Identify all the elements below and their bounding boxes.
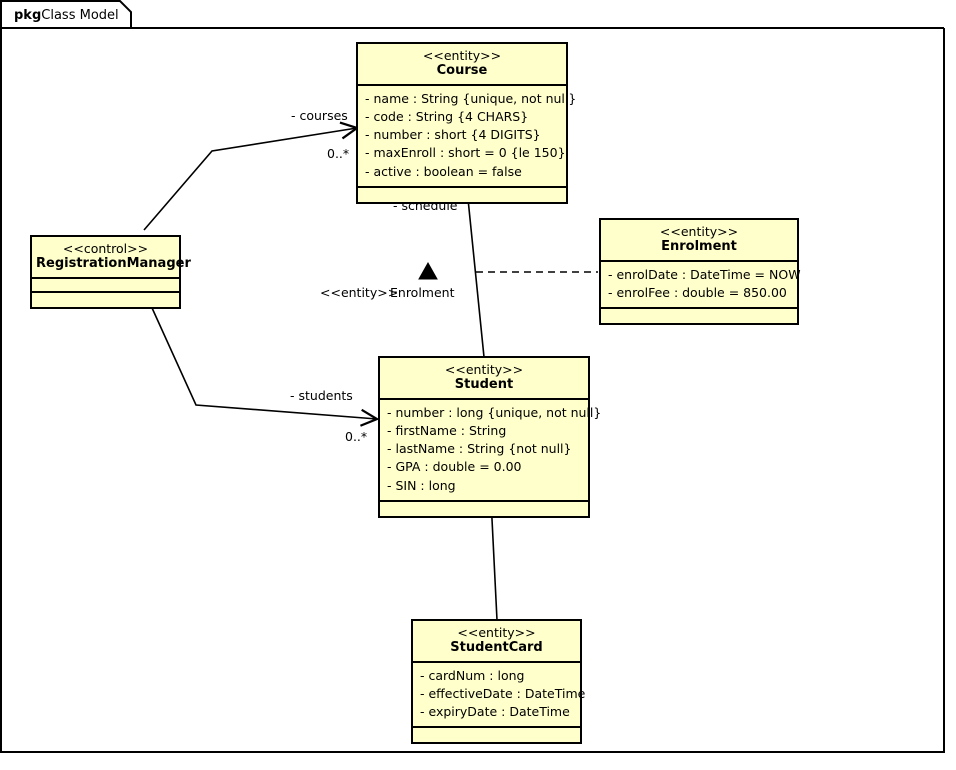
package-tab-label: pkgClass Model	[14, 8, 119, 23]
association-role-students: - students	[290, 388, 353, 403]
class-attribute: - maxEnroll : short = 0 {le 150}	[365, 145, 566, 161]
class-attribute: - cardNum : long	[420, 668, 525, 684]
class-operations-student-card	[413, 728, 580, 742]
class-attribute: - GPA : double = 0.00	[387, 459, 522, 475]
class-attribute: - number : long {unique, not null}	[387, 405, 602, 421]
association-line-schedule	[466, 188, 485, 358]
reading-direction-triangle	[418, 261, 438, 280]
class-student[interactable]: <<entity>> Student - number : long {uniq…	[378, 356, 602, 519]
class-stereotype: <<control>>	[62, 241, 149, 256]
class-attribute: - lastName : String {not null}	[387, 441, 572, 457]
class-attribute: - number : short {4 DIGITS}	[365, 127, 541, 143]
class-attribute: - code : String {4 CHARS}	[365, 109, 529, 125]
association-class-name: Enrolment	[390, 285, 455, 300]
association-line-studentcard	[490, 498, 498, 621]
class-attribute: - SIN : long	[387, 477, 456, 493]
class-attribute: - active : boolean = false	[365, 163, 522, 179]
class-header-student-card: <<entity>> StudentCard	[413, 621, 580, 664]
class-header-enrolment: <<entity>> Enrolment	[601, 220, 797, 263]
class-header-registration-manager: <<control>> RegistrationManager	[32, 237, 191, 280]
class-attribute: - name : String {unique, not null}	[365, 91, 577, 107]
association-class-stereotype: <<entity>>	[320, 285, 399, 300]
package-name: Class Model	[41, 8, 119, 23]
class-operations-student	[380, 502, 588, 516]
association-line-students	[142, 287, 377, 419]
class-attribute: - expiryDate : DateTime	[420, 704, 570, 720]
package-keyword: pkg	[14, 8, 42, 23]
class-name: Enrolment	[661, 239, 737, 255]
class-name: RegistrationManager	[36, 256, 191, 272]
class-stereotype: <<entity>>	[422, 48, 502, 63]
class-header-course: <<entity>> Course	[358, 44, 566, 87]
class-operations-course	[358, 188, 566, 202]
class-attribute: - effectiveDate : DateTime	[420, 686, 586, 702]
association-multiplicity-courses: 0..*	[327, 146, 350, 161]
class-enrolment[interactable]: <<entity>> Enrolment - enrolDate : DateT…	[599, 218, 801, 327]
class-attribute: - enrolDate : DateTime = NOW	[608, 267, 801, 283]
class-stereotype: <<entity>>	[659, 224, 739, 239]
class-name: Student	[454, 377, 514, 393]
class-operations-registration-manager	[32, 293, 179, 307]
association-line-courses	[143, 128, 357, 231]
class-attribute: - enrolFee : double = 850.00	[608, 285, 787, 301]
class-attributes-registration-manager	[32, 279, 179, 294]
class-attribute: - firstName : String	[387, 423, 507, 439]
class-course[interactable]: <<entity>> Course - name : String {uniqu…	[356, 42, 577, 205]
class-registration-manager[interactable]: <<control>> RegistrationManager	[30, 235, 191, 311]
class-attributes-enrolment: - enrolDate : DateTime = NOW - enrolFee …	[601, 262, 801, 310]
class-stereotype: <<entity>>	[444, 362, 524, 377]
class-attributes-student: - number : long {unique, not null} - fir…	[380, 400, 602, 502]
class-attributes-course: - name : String {unique, not null} - cod…	[358, 86, 577, 188]
association-role-courses: - courses	[291, 108, 348, 123]
class-name: StudentCard	[450, 640, 543, 656]
class-operations-enrolment	[601, 309, 797, 323]
class-attributes-student-card: - cardNum : long - effectiveDate : DateT…	[413, 663, 586, 729]
class-header-student: <<entity>> Student	[380, 358, 588, 401]
association-multiplicity-students: 0..*	[345, 429, 368, 444]
class-stereotype: <<entity>>	[457, 625, 536, 640]
class-student-card[interactable]: <<entity>> StudentCard - cardNum : long …	[411, 619, 586, 746]
class-name: Course	[436, 63, 488, 79]
